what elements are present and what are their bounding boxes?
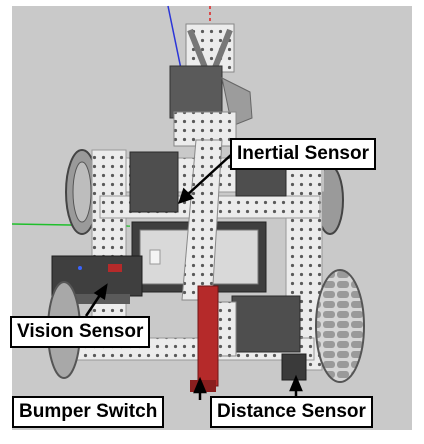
vision-sensor-body [51,255,143,297]
front-right-motor [231,295,301,353]
distance-sensor-label: Distance Sensor [210,396,373,428]
inertial-sensor-label: Inertial Sensor [230,138,376,170]
front-right-omni-wheel [315,269,365,383]
bumper-switch-body [197,285,219,387]
rear-left-motor [129,151,179,213]
arm-motor [169,65,223,119]
vision-sensor-label: Vision Sensor [10,316,151,348]
rear-right-motor [235,167,287,197]
distance-sensor-body [281,353,307,381]
callout-arrows [84,153,303,400]
arrow-inertial [185,153,233,197]
arm-fork [187,28,233,72]
bumper-switch-label: Bumper Switch [12,396,165,428]
